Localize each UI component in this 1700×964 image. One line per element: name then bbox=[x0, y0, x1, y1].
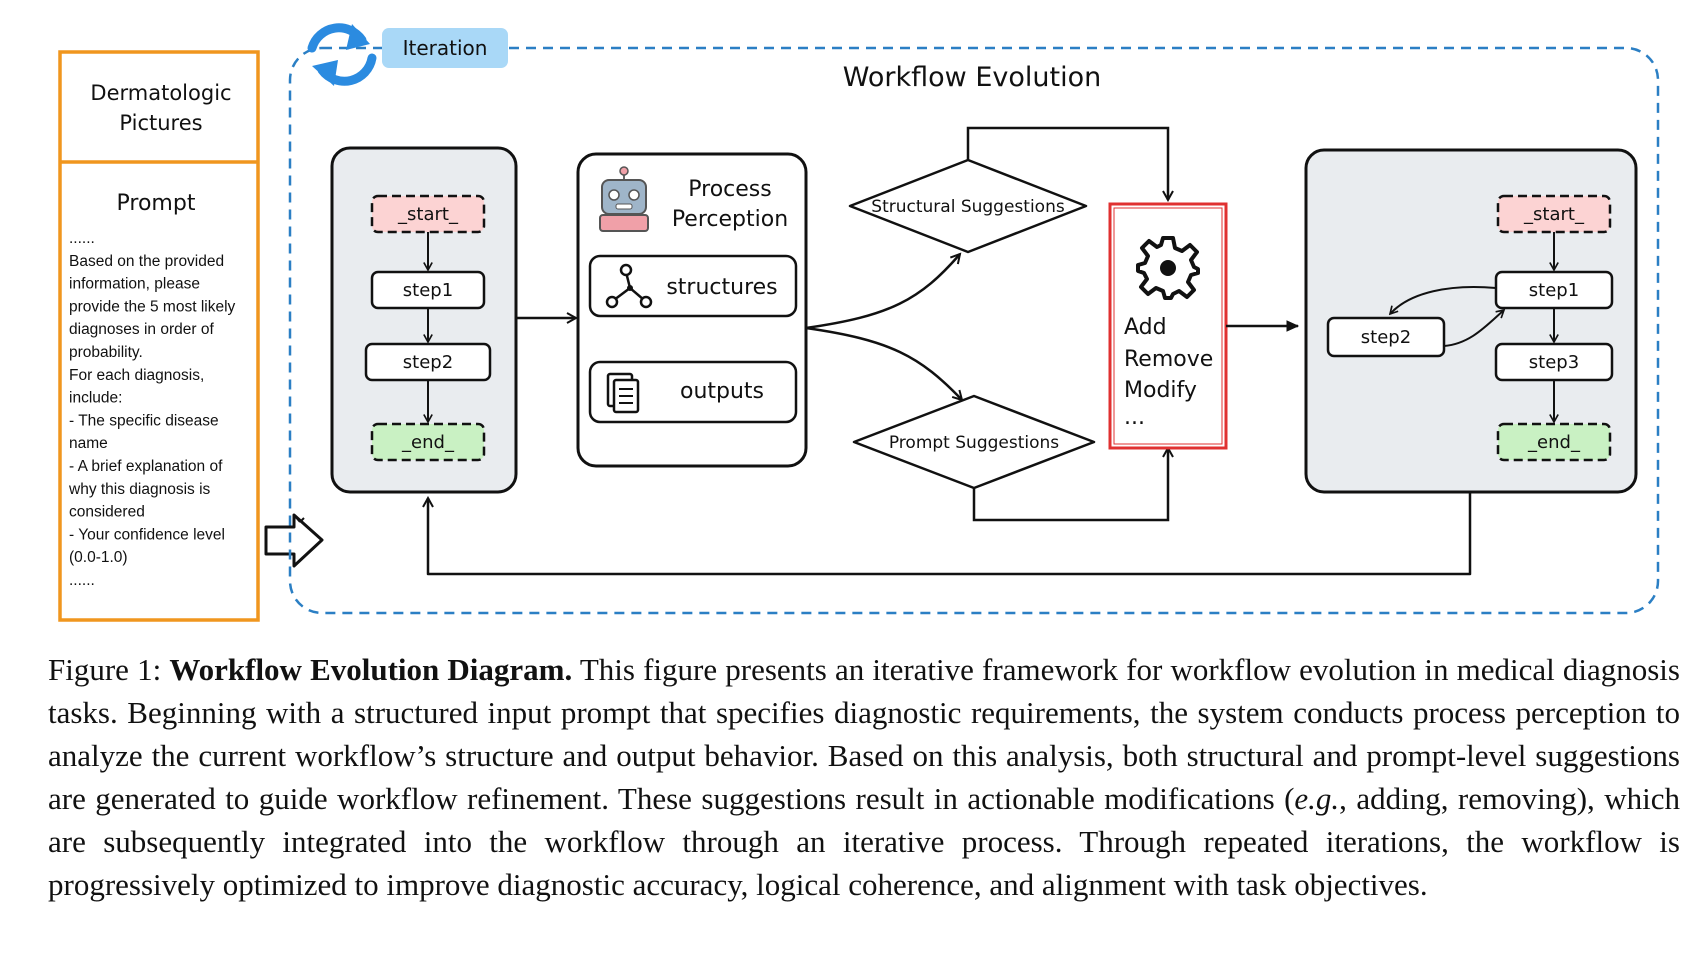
before-end-node bbox=[370, 422, 486, 462]
hand-pointer-icon bbox=[264, 513, 324, 568]
caption-label: Figure 1: bbox=[48, 652, 162, 687]
structures-label: structures bbox=[666, 275, 777, 300]
input-title-line2: Pictures bbox=[119, 111, 202, 135]
after-step2-node bbox=[1326, 316, 1446, 358]
before-step1-label: step1 bbox=[403, 280, 453, 301]
after-step3-label: step3 bbox=[1529, 352, 1579, 373]
perception-title-line1: Process bbox=[688, 177, 771, 202]
before-start-label: _start_ bbox=[397, 204, 459, 225]
figure-caption: Figure 1: Workflow Evolution Diagram. Th… bbox=[48, 648, 1680, 906]
prompt-line: considered bbox=[69, 504, 145, 521]
after-step2-label: step2 bbox=[1361, 327, 1411, 348]
structural-suggestions-diamond bbox=[848, 158, 1088, 254]
prompt-heading: Prompt bbox=[117, 191, 196, 216]
workflow-after-panel: _start_ step1 step2 step3 _end_ bbox=[1304, 148, 1638, 494]
caption-eg: e.g. bbox=[1294, 781, 1340, 816]
prompt-line: probability. bbox=[69, 344, 143, 361]
prompt-line: ...... bbox=[69, 230, 95, 247]
prompt-line: why this diagnosis is bbox=[68, 481, 211, 498]
before-end-label: _end_ bbox=[401, 432, 455, 453]
iteration-frame bbox=[288, 46, 1660, 615]
modify-line-remove: Remove bbox=[1124, 347, 1213, 372]
robot-icon bbox=[599, 166, 649, 232]
prompt-line: information, please bbox=[69, 276, 200, 293]
prompt-suggestions-label: Prompt Suggestions bbox=[889, 433, 1059, 453]
workflow-evolution-diagram: Dermatologic Pictures Prompt ...... Based… bbox=[58, 23, 1660, 622]
prompt-line: (0.0-1.0) bbox=[69, 549, 128, 566]
iteration-feedback-arrow bbox=[428, 492, 1472, 576]
modify-line-add: Add bbox=[1124, 315, 1167, 340]
prompt-line: - Your confidence level bbox=[69, 526, 225, 543]
modify-box: Add Remove Modify ... bbox=[1108, 202, 1228, 450]
outputs-box bbox=[588, 360, 798, 424]
prompt-line: Based on the provided bbox=[69, 253, 224, 270]
caption-title: Workflow Evolution Diagram. bbox=[169, 652, 573, 687]
after-step1-label: step1 bbox=[1529, 280, 1579, 301]
after-end-node bbox=[1496, 422, 1612, 462]
frame-title: Workflow Evolution bbox=[843, 62, 1101, 93]
iteration-label: Iteration bbox=[403, 36, 488, 60]
gear-icon bbox=[1136, 236, 1200, 300]
prompt-line: name bbox=[69, 435, 108, 452]
refresh-icon bbox=[307, 23, 377, 86]
perception-title-line2: Perception bbox=[672, 207, 788, 232]
prompt-line: diagnoses in order of bbox=[69, 321, 214, 338]
modify-line-ellipsis: ... bbox=[1124, 405, 1145, 430]
prompt-text: ...... Based on the provided information, … bbox=[68, 230, 236, 589]
modify-line-modify: Modify bbox=[1124, 378, 1197, 403]
process-perception-panel: Process Perception structures outputs bbox=[576, 152, 808, 468]
prompt-line: provide the 5 most likely bbox=[69, 298, 236, 315]
input-panel: Dermatologic Pictures Prompt ...... Based… bbox=[58, 50, 260, 622]
caption-body-1: This figure presents an iterative framew… bbox=[48, 652, 1680, 816]
before-step2-label: step2 bbox=[403, 352, 453, 373]
workflow-before-panel: _start_ step1 step2 _end_ bbox=[330, 146, 518, 494]
after-arrow-step1-to-step2 bbox=[1390, 286, 1497, 314]
prompt-line: - The specific disease bbox=[69, 412, 219, 429]
input-title-line1: Dermatologic bbox=[90, 81, 231, 105]
network-icon bbox=[605, 263, 653, 309]
caption-body-2: , adding, removing), which are subsequen… bbox=[48, 781, 1681, 902]
after-arrow-step2-to-step1 bbox=[1443, 310, 1504, 347]
prompt-line: include: bbox=[69, 390, 122, 407]
after-end-label: _end_ bbox=[1527, 432, 1581, 453]
before-start-node bbox=[370, 194, 486, 234]
outputs-label: outputs bbox=[680, 379, 764, 404]
prompt-line: ...... bbox=[69, 572, 95, 589]
arrow-to-structural bbox=[805, 254, 960, 330]
prompt-line: - A brief explanation of bbox=[69, 458, 223, 475]
arrow-to-prompt-suggestions bbox=[805, 326, 962, 400]
arrow-structural-to-modify bbox=[966, 126, 1168, 200]
structural-suggestions-label: Structural Suggestions bbox=[871, 197, 1065, 217]
iteration-badge: Iteration bbox=[382, 28, 508, 68]
prompt-line: For each diagnosis, bbox=[69, 367, 204, 384]
arrow-prompt-to-modify bbox=[972, 448, 1168, 522]
after-start-label: _start_ bbox=[1523, 204, 1585, 225]
after-start-node bbox=[1496, 194, 1612, 234]
document-icon bbox=[606, 372, 640, 414]
